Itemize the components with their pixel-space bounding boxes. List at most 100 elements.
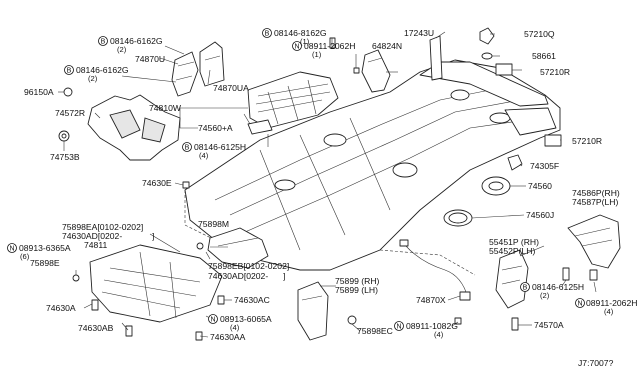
callout-75898eb[interactable]: 75898EB[0102-0202]: [208, 261, 289, 271]
svg-text:74587P(LH): 74587P(LH): [572, 197, 618, 207]
callout-75898m[interactable]: 75898M: [198, 219, 229, 229]
grommet-57210q[interactable]: [479, 27, 495, 45]
svg-text:64824N: 64824N: [372, 41, 402, 51]
bracket-55451p[interactable]: [495, 249, 529, 331]
callout-74870x[interactable]: 74870X: [416, 295, 446, 305]
callout-74560j[interactable]: 74560J: [526, 210, 554, 220]
svg-text:B: B: [523, 285, 528, 292]
pad-57210r-lower[interactable]: [544, 134, 562, 147]
callout-74560[interactable]: 74560: [528, 181, 552, 191]
grommet-74560[interactable]: [481, 176, 511, 196]
bolt-74630ac[interactable]: [217, 295, 225, 305]
callout-08911-2062h-top[interactable]: N 08911-2062H (1): [292, 41, 356, 59]
svg-text:B: B: [67, 68, 72, 75]
callout-74305f[interactable]: 74305F: [530, 161, 559, 171]
plug-58661[interactable]: [481, 52, 493, 60]
cross-member-74572r[interactable]: [87, 94, 181, 161]
grommet-74560j[interactable]: [443, 209, 473, 227]
callout-74811[interactable]: 74811: [84, 240, 107, 250]
svg-text:75899 (LH): 75899 (LH): [335, 285, 378, 295]
svg-text:55452P(LH): 55452P(LH): [489, 246, 535, 256]
under-cover-74811[interactable]: [89, 244, 223, 323]
svg-text:B: B: [101, 39, 106, 46]
svg-text:57210R: 57210R: [540, 67, 570, 77]
pad-74560a[interactable]: [247, 119, 273, 135]
svg-text:08911-2062H: 08911-2062H: [586, 298, 637, 308]
callout-55451p[interactable]: 55451P (RH): [489, 237, 539, 247]
callout-75898ec[interactable]: 75898EC: [357, 326, 393, 336]
callout-75898e[interactable]: 75898E: [30, 258, 60, 268]
bracket-74870ua[interactable]: [199, 41, 225, 87]
callout-17243u[interactable]: 17243U: [404, 28, 434, 38]
clip-74305f[interactable]: [507, 154, 523, 171]
callout-75899-lh[interactable]: 75899 (LH): [335, 285, 378, 295]
callout-58661[interactable]: 58661: [532, 51, 556, 61]
cable-74870x[interactable]: [399, 239, 471, 301]
callout-74753b[interactable]: 74753B: [50, 152, 80, 162]
svg-text:(2): (2): [117, 45, 127, 54]
grommet-96150a[interactable]: [63, 87, 73, 97]
callout-08911-2062h-right[interactable]: N 08911-2062H (4): [575, 298, 638, 316]
nut-08911-2062h-top[interactable]: [353, 67, 360, 74]
pad-57210r-upper[interactable]: [495, 63, 513, 76]
bracket-64824n[interactable]: [361, 49, 391, 93]
bolt-74630e[interactable]: [182, 181, 190, 189]
clip-75898e[interactable]: [72, 274, 80, 282]
svg-text:74810W: 74810W: [149, 103, 182, 113]
callout-74870ua[interactable]: 74870UA: [213, 83, 249, 93]
bracket-75899[interactable]: [297, 281, 329, 341]
callout-08913-6365a[interactable]: N 08913-6365A (6): [7, 243, 71, 261]
svg-text:74560+A: 74560+A: [198, 123, 233, 133]
callout-74630e[interactable]: 74630E: [142, 178, 172, 188]
callout-74586p[interactable]: 74586P(RH): [572, 188, 620, 198]
callout-57210r-lower[interactable]: 57210R: [572, 136, 602, 146]
callout-74630ab[interactable]: 74630AB: [78, 323, 114, 333]
callout-74630aa[interactable]: 74630AA: [210, 332, 246, 342]
bolt-74630ab[interactable]: [125, 325, 133, 337]
bolt-74630a[interactable]: [91, 299, 99, 311]
callout-74630a[interactable]: 74630A: [46, 303, 76, 313]
callout-08146-6162g-upper[interactable]: B 08146-6162G (2): [98, 36, 163, 54]
leader-lines: [58, 31, 597, 338]
clip-75898ec[interactable]: [347, 315, 357, 325]
bracket-74870u[interactable]: [171, 51, 199, 97]
callout-75899-rh[interactable]: 75899 (RH): [335, 276, 380, 286]
callout-57210r-upper[interactable]: 57210R: [540, 67, 570, 77]
svg-text:57210R: 57210R: [572, 136, 602, 146]
callout-74630ad-upper[interactable]: 74630AD[0202- ]: [62, 231, 154, 241]
callout-74810w[interactable]: 74810W: [149, 103, 182, 113]
callout-08146-8162g[interactable]: B 08146-8162G (1): [262, 28, 327, 46]
floor-panel[interactable]: [184, 35, 561, 271]
svg-text:74870UA: 74870UA: [213, 83, 249, 93]
nut-08911-1082g[interactable]: [454, 317, 462, 325]
callout-74570a[interactable]: 74570A: [534, 320, 564, 330]
bracket-74586p[interactable]: [562, 214, 621, 281]
callout-74560a[interactable]: 74560+A: [198, 123, 233, 133]
callout-96150a[interactable]: 96150A: [24, 87, 54, 97]
callout-08146-6125h-right[interactable]: B 08146-6125H (2): [520, 282, 585, 300]
bolt-08146-8162g[interactable]: [329, 37, 336, 49]
svg-text:74570A: 74570A: [534, 320, 564, 330]
callout-75898ea[interactable]: 75898EA[0102-0202]: [62, 222, 143, 232]
bracket-75898m[interactable]: [196, 227, 269, 269]
callout-08913-6065a[interactable]: N 08913-6065A (4): [208, 314, 272, 332]
svg-text:75898EC: 75898EC: [357, 326, 393, 336]
callout-74587p[interactable]: 74587P(LH): [572, 197, 618, 207]
callout-08146-6162g-lower[interactable]: B 08146-6162G (2): [64, 65, 129, 83]
callout-74630ac[interactable]: 74630AC: [234, 295, 270, 305]
svg-text:N: N: [9, 246, 14, 253]
clip-74753b[interactable]: [58, 130, 70, 142]
callout-55452p[interactable]: 55452P(LH): [489, 246, 535, 256]
svg-text:74870U: 74870U: [135, 54, 165, 64]
svg-text:(1): (1): [300, 37, 310, 46]
callout-74572r[interactable]: 74572R: [55, 108, 85, 118]
callout-74630ad-lower[interactable]: 74630AD[0202- ]: [208, 271, 285, 281]
callout-08146-6125h-left[interactable]: B 08146-6125H (4): [182, 142, 247, 160]
callout-08911-1082g[interactable]: N 08911-1082G (4): [394, 321, 459, 339]
svg-text:08146-8162G: 08146-8162G: [274, 28, 327, 38]
callout-57210q[interactable]: 57210Q: [524, 29, 555, 39]
callout-74870u[interactable]: 74870U: [135, 54, 165, 64]
heat-shield-74810w[interactable]: [247, 71, 339, 129]
callout-64824n[interactable]: 64824N: [372, 41, 402, 51]
